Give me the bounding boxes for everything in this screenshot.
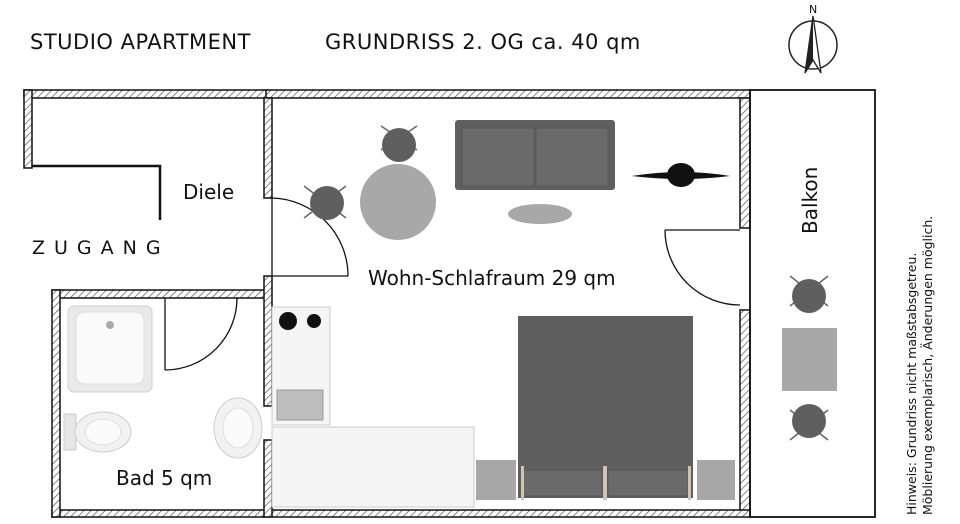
shower-tray bbox=[67, 305, 153, 393]
title-left: STUDIO APARTMENT bbox=[30, 30, 251, 54]
floor-lamp bbox=[632, 163, 730, 187]
balcony-door bbox=[664, 229, 741, 306]
disclaimer-note: Hinweis: Grundriss nicht maßstabsgetreu.… bbox=[904, 216, 936, 515]
living-room-door bbox=[271, 197, 349, 277]
stove-burner-icon bbox=[279, 312, 297, 330]
label-diele: Diele bbox=[183, 180, 235, 204]
bathroom-door bbox=[164, 297, 238, 371]
toilet bbox=[63, 411, 132, 453]
label-zugang: ZUGANG bbox=[32, 237, 170, 259]
kitchen-sink bbox=[276, 389, 324, 421]
balcony-chair-bottom bbox=[789, 404, 829, 441]
compass-label: N bbox=[809, 3, 818, 16]
exterior-walls bbox=[23, 89, 751, 518]
label-wohn-schlafraum: Wohn-Schlafraum 29 qm bbox=[368, 266, 616, 290]
nightstand-left bbox=[476, 460, 516, 500]
sofa bbox=[455, 120, 615, 190]
balcony-outline bbox=[749, 89, 876, 518]
label-bad: Bad 5 qm bbox=[116, 466, 213, 490]
label-balkon: Balkon bbox=[798, 166, 822, 234]
balcony-table bbox=[782, 328, 837, 391]
chair-left bbox=[303, 185, 347, 220]
washbasin bbox=[213, 397, 263, 459]
chair-top bbox=[380, 125, 418, 162]
rug bbox=[508, 204, 572, 224]
balcony-chair-top bbox=[789, 275, 829, 313]
kitchen-counter-bottom bbox=[271, 426, 475, 508]
round-table bbox=[360, 164, 436, 240]
disclaimer-line-1: Hinweis: Grundriss nicht maßstabsgetreu. bbox=[904, 252, 919, 515]
title-right: GRUNDRISS 2. OG ca. 40 qm bbox=[325, 30, 641, 54]
nightstand-right bbox=[697, 460, 735, 500]
compass-rose-icon bbox=[788, 15, 838, 74]
disclaimer-line-2: Möblierung exemplarisch, Änderungen mögl… bbox=[920, 215, 935, 515]
kitchen-counter bbox=[271, 306, 475, 508]
stove-burner-icon bbox=[307, 314, 321, 328]
bed bbox=[518, 316, 693, 500]
entry-partition bbox=[32, 164, 162, 220]
